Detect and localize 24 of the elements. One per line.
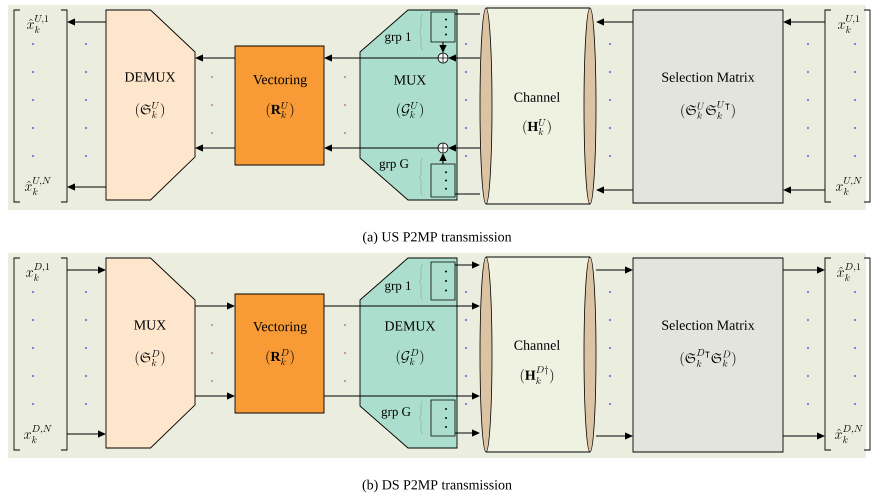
node-label: Channel	[514, 340, 560, 350]
group-box: grp G	[380, 158, 456, 198]
process-box: Selection Matrix $(\mathfrak{S}_k^U \mathfrak{S}_k^{U\intercal})$	[632, 10, 784, 204]
node-label: $(\mathbf{H}_k^U)$	[523, 119, 551, 136]
process-box: Vectoring $(\mathbf{R}_k^D)$	[234, 294, 324, 414]
vector-bracket: $\hat{x}_k^{D,1}$ $\hat{x}_k^{D,N}$	[824, 258, 870, 450]
node-label: grp G	[382, 407, 411, 419]
node-label: Channel	[514, 92, 560, 102]
group-box: grp 1	[385, 262, 456, 300]
node-label: grp G	[380, 159, 409, 171]
group-box: grp 1	[385, 12, 456, 50]
vector-bracket: $x_k^{D,1}$ $x_k^{D,N}$	[14, 258, 68, 450]
process-box: Vectoring $(\mathbf{R}_k^U)$	[234, 46, 324, 166]
vector-bracket: $\hat{x}_k^{U,1}$ $\hat{x}_k^{U,N}$	[14, 10, 68, 202]
caption: (b) DS P2MP transmission	[362, 480, 512, 492]
group-box: grp G	[382, 400, 456, 436]
vector-bracket: $x_k^{U,1}$ $x_k^{U,N}$	[824, 10, 870, 202]
process-box: Selection Matrix $(\mathfrak{S}_k^{D\intercal} \mathfrak{S}_k^D)$	[632, 258, 784, 452]
channel-cylinder: Channel $(\mathbf{H}_k^{D\dagger})$	[480, 256, 596, 452]
channel-cylinder: Channel $(\mathbf{H}_k^U)$	[480, 8, 596, 204]
node-label: grp 1	[385, 32, 411, 44]
node-label: $(\mathbf{H}_k^{D\dagger})$	[520, 366, 554, 384]
node-label: grp 1	[385, 281, 411, 293]
caption: (a) US P2MP transmission	[363, 232, 512, 244]
